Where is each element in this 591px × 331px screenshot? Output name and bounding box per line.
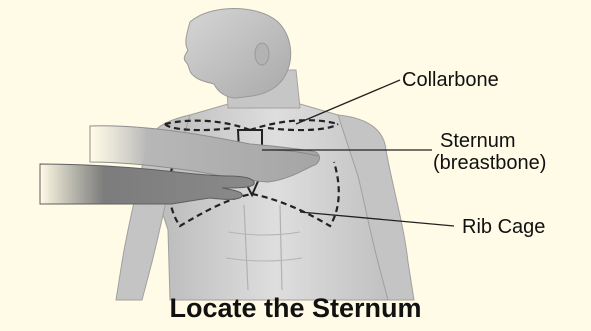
sternum-label: Sternum	[440, 130, 516, 152]
breastbone-label: (breastbone)	[433, 152, 546, 174]
collarbone-label: Collarbone	[402, 69, 499, 91]
head-figure	[184, 9, 300, 109]
rib-cage-label: Rib Cage	[462, 216, 545, 238]
diagram-caption: Locate the Sternum	[0, 292, 591, 324]
